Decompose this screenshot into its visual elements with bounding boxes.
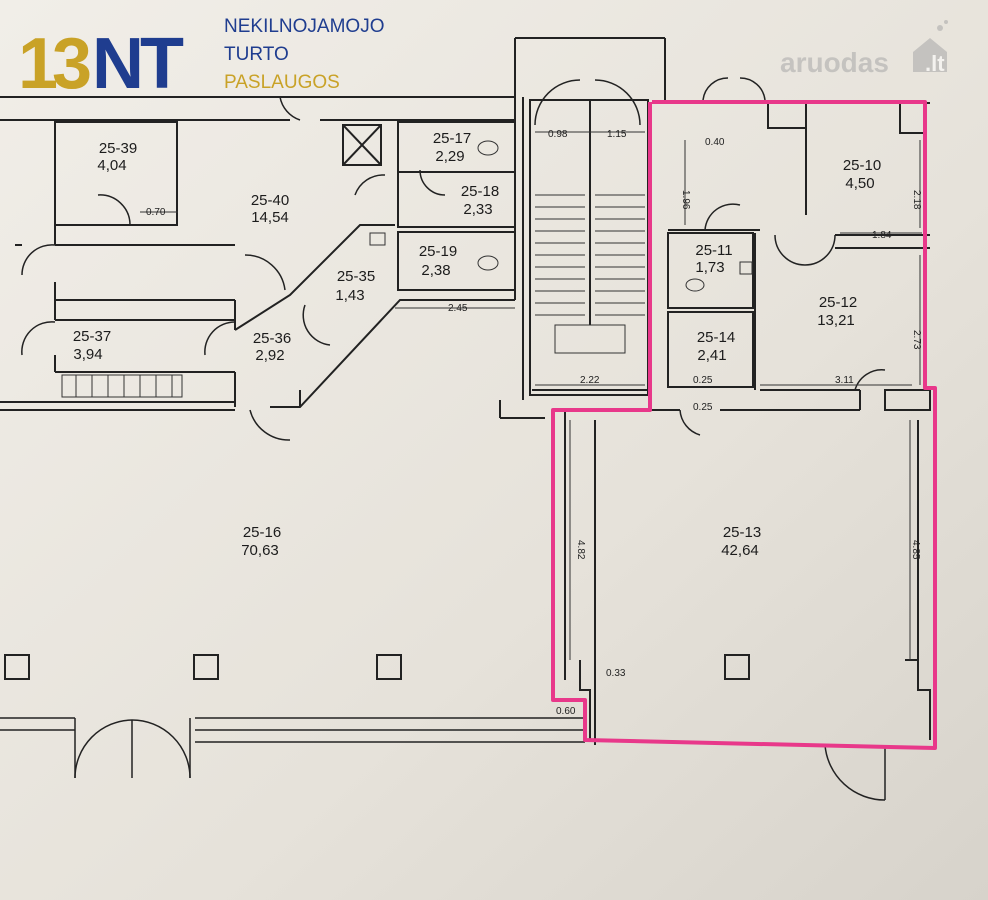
watermark-suffix: .lt <box>925 51 945 76</box>
house-icon <box>913 20 948 72</box>
room-area: 1,43 <box>335 287 364 304</box>
dimension-label: 1.96 <box>680 190 691 210</box>
dimension-label: 0.98 <box>548 129 568 140</box>
dimension-label: 0.70 <box>146 207 166 218</box>
logo-mark-13: 13 <box>18 24 90 104</box>
room-area: 13,21 <box>817 312 855 329</box>
room-code: 25-39 <box>99 140 137 157</box>
walls <box>0 37 666 419</box>
logo-line-3: PASLAUGOS <box>224 72 340 93</box>
room-code: 25-18 <box>461 183 499 200</box>
room-code: 25-40 <box>251 192 289 209</box>
room-code: 25-37 <box>73 328 111 345</box>
staircase <box>535 194 645 354</box>
room-code: 25-17 <box>433 130 471 147</box>
room-labels: 25-39 4,04 25-40 14,54 25-17 2,29 25-18 … <box>73 130 881 559</box>
dimension-label: 3.11 <box>835 375 854 386</box>
dimension-label: 1.84 <box>872 230 892 241</box>
room-code: 25-14 <box>697 329 735 346</box>
dimension-label: 4.85 <box>910 540 921 560</box>
highlighted-unit-outline <box>551 100 937 750</box>
room-area: 1,73 <box>695 259 724 276</box>
fixtures <box>61 140 753 398</box>
room-area: 2,29 <box>435 148 464 165</box>
dimension-label: 2.73 <box>911 330 922 350</box>
room-code: 25-19 <box>419 243 457 260</box>
dimension-label: 0.25 <box>693 402 713 413</box>
room-code: 25-16 <box>243 524 281 541</box>
room-code: 25-12 <box>819 294 857 311</box>
room-area: 2,33 <box>463 201 492 218</box>
columns <box>4 654 750 680</box>
company-logo: 13 NT NEKILNOJAMOJO TURTO PASLAUGOS <box>18 16 384 104</box>
dimension-label: 4.82 <box>575 540 586 560</box>
room-area: 70,63 <box>241 542 279 559</box>
dimension-label: 2.45 <box>448 303 468 314</box>
room-code: 25-10 <box>843 157 881 174</box>
room-area: 42,64 <box>721 542 759 559</box>
aruodas-watermark: aruodas .lt <box>780 20 948 78</box>
watermark-text: aruodas <box>780 47 889 78</box>
door-swings <box>21 77 886 801</box>
dimension-label: 0.33 <box>606 668 626 679</box>
room-area: 4,50 <box>845 175 874 192</box>
logo-mark-nt: NT <box>92 24 184 104</box>
dimension-lines <box>140 131 922 660</box>
room-code: 25-35 <box>337 268 375 285</box>
facade-windows <box>0 717 585 779</box>
dimension-label: 2.18 <box>911 190 922 210</box>
dimension-labels: 0.98 1.15 0.40 1.96 2.18 1.84 2.73 0.70 … <box>146 129 922 717</box>
dimension-label: 0.40 <box>705 137 725 148</box>
room-area: 14,54 <box>251 209 289 226</box>
dimension-label: 2.22 <box>580 375 600 386</box>
dimension-label: 0.25 <box>693 375 713 386</box>
room-area: 2,41 <box>697 347 726 364</box>
room-area: 4,04 <box>97 157 126 174</box>
dimension-label: 0.60 <box>556 706 576 717</box>
logo-line-2: TURTO <box>224 44 289 65</box>
room-area: 2,92 <box>255 347 284 364</box>
room-code: 25-13 <box>723 524 761 541</box>
room-code: 25-11 <box>695 242 732 259</box>
logo-line-1: NEKILNOJAMOJO <box>224 16 384 37</box>
room-area: 3,94 <box>73 346 102 363</box>
dimension-label: 1.15 <box>607 129 627 140</box>
room-code: 25-36 <box>253 330 291 347</box>
room-area: 2,38 <box>421 262 450 279</box>
